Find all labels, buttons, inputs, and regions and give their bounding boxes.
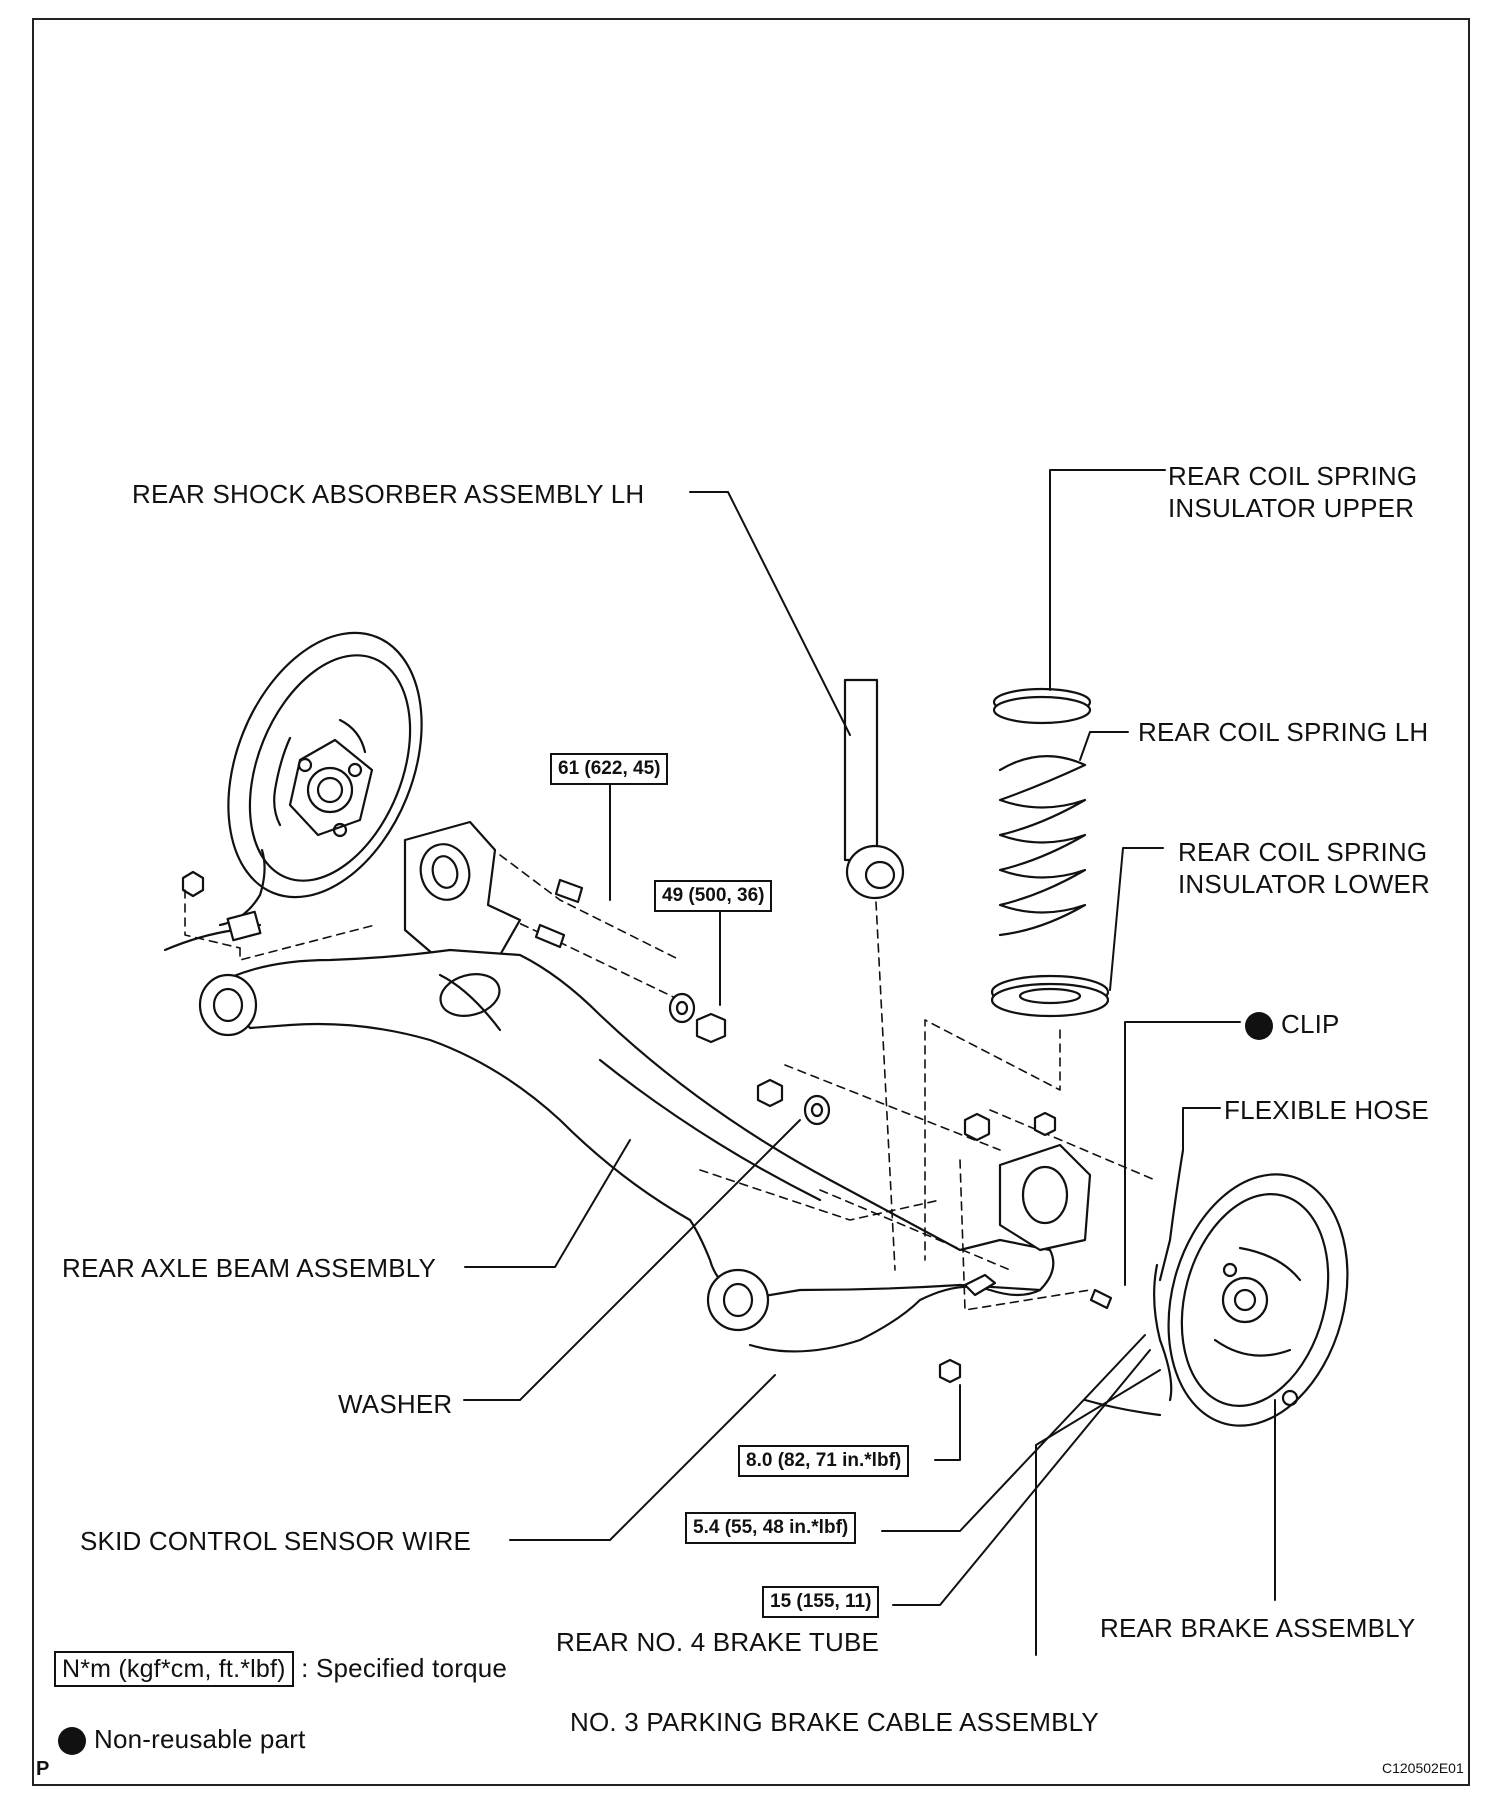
label-parking-brake-cable: NO. 3 PARKING BRAKE CABLE ASSEMBLY <box>570 1707 1099 1737</box>
label-rear-brake-assembly: REAR BRAKE ASSEMBLY <box>1100 1613 1416 1643</box>
label-insulator-lower: REAR COIL SPRING INSULATOR LOWER <box>1178 837 1430 899</box>
flexible-hose <box>1158 1148 1185 1282</box>
label-insulator-upper: REAR COIL SPRING INSULATOR UPPER <box>1168 461 1418 523</box>
right-brake-assembly <box>1167 1173 1349 1427</box>
corner-mark: P <box>36 1758 50 1780</box>
label-rear-shock-absorber: REAR SHOCK ABSORBER ASSEMBLY LH <box>132 479 645 509</box>
nonreusable-dot-icon <box>1245 1012 1273 1041</box>
legend-nonreusable: Non-reusable part <box>58 1723 306 1756</box>
beam-hardware <box>668 992 831 1126</box>
torque-61: 61 (622, 45) <box>550 753 669 785</box>
clip-part <box>1089 1288 1113 1310</box>
label-clip-text: CLIP <box>1281 1009 1340 1039</box>
left-brake-backing-plate <box>218 631 423 927</box>
figure-code: C120502E01 <box>1382 1760 1464 1776</box>
label-rear-axle-beam: REAR AXLE BEAM ASSEMBLY <box>62 1253 437 1283</box>
right-axle-bracket <box>963 1111 1092 1252</box>
axle-beam <box>198 948 1055 1332</box>
legend-nonreusable-text: Non-reusable part <box>94 1724 306 1754</box>
legend-dot-icon <box>58 1727 86 1756</box>
left-nut <box>181 870 205 898</box>
figure-frame <box>32 18 1470 1786</box>
left-sensor-bracket <box>226 910 262 942</box>
torque-5-4: 5.4 (55, 48 in.*lbf) <box>685 1512 857 1544</box>
leader-lines <box>463 469 1276 1656</box>
label-rear-no4-brake-tube: REAR NO. 4 BRAKE TUBE <box>556 1627 880 1657</box>
label-flexible-hose: FLEXIBLE HOSE <box>1224 1095 1429 1125</box>
label-clip: CLIP <box>1245 1008 1340 1041</box>
brake-tube <box>1153 1263 1173 1402</box>
torque-49: 49 (500, 36) <box>654 880 773 912</box>
legend-torque-box: N*m (kgf*cm, ft.*lbf) <box>54 1651 294 1687</box>
right-sensor-wire <box>748 1285 1042 1353</box>
parking-brake-cable <box>1083 1398 1162 1417</box>
torque-15: 15 (155, 11) <box>762 1586 880 1618</box>
sensor-connector <box>963 1273 997 1297</box>
legend-torque-text: : Specified torque <box>301 1653 508 1683</box>
sensor-bolt <box>938 1358 962 1384</box>
axle-carrier-bracket <box>403 820 584 962</box>
right-dashed-guides <box>699 901 1156 1311</box>
coil-spring-assembly <box>990 687 1110 1018</box>
label-washer: WASHER <box>338 1389 453 1419</box>
shock-absorber <box>843 678 905 900</box>
label-skid-control-sensor-wire: SKID CONTROL SENSOR WIRE <box>80 1526 471 1556</box>
label-rear-coil-spring: REAR COIL SPRING LH <box>1138 717 1429 747</box>
torque-8-0: 8.0 (82, 71 in.*lbf) <box>738 1445 910 1477</box>
legend-torque: N*m (kgf*cm, ft.*lbf) : Specified torque <box>54 1651 508 1687</box>
